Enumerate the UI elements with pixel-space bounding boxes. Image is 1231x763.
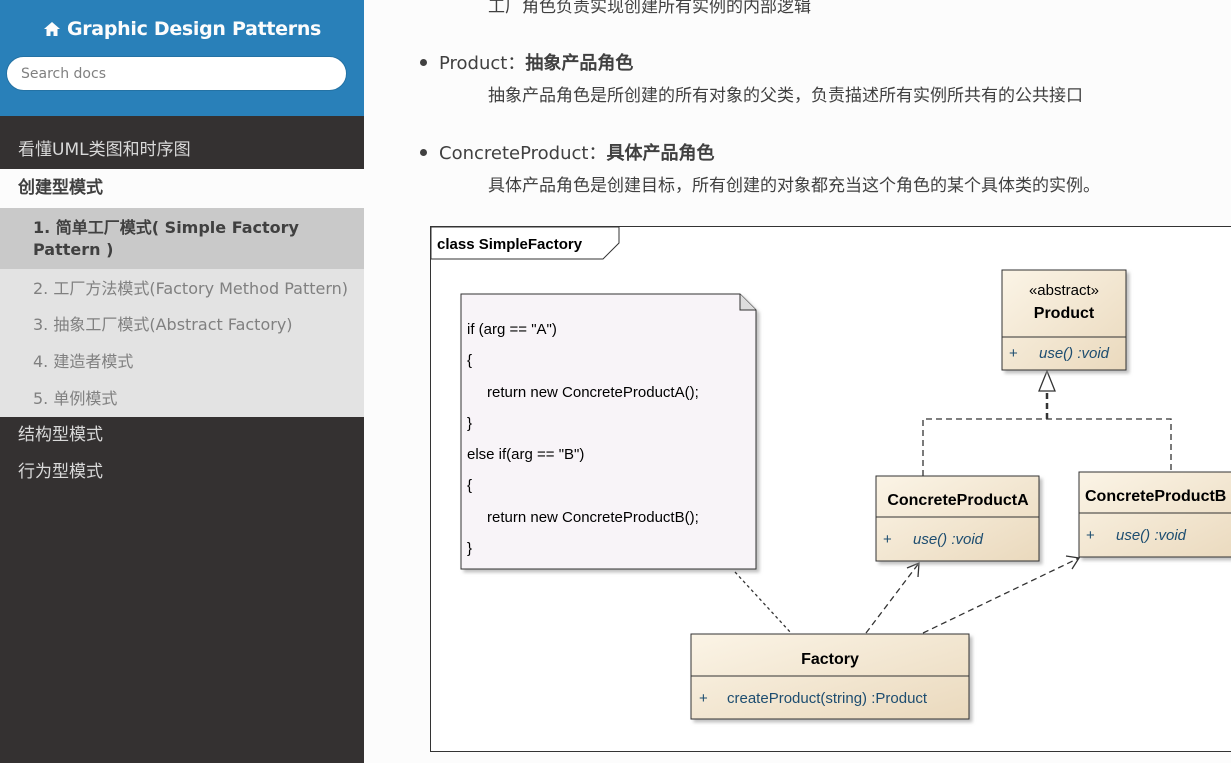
note-line: { <box>467 477 472 494</box>
note-line: } <box>467 540 472 557</box>
factory-method: createProduct(string) :Product <box>727 690 928 707</box>
bullet-description: 具体产品角色是创建目标，所有创建的对象都充当这个角色的某个具体类的实例。 <box>488 176 1100 196</box>
clipped-text-line: 工厂角色负责实现创建所有实例的内部逻辑 <box>488 0 811 17</box>
sidebar-subitem-builder[interactable]: 4. 建造者模式 <box>33 352 134 371</box>
frame-label: class SimpleFactory <box>437 236 583 253</box>
bullet-heading: Product：抽象产品角色 <box>420 49 1083 75</box>
generalization-arrowhead <box>1038 369 1056 392</box>
brand-title: Graphic Design Patterns <box>66 18 322 40</box>
sidebar-subitem-factory-method[interactable]: 2. 工厂方法模式(Factory Method Pattern) <box>33 279 349 298</box>
class-concrete-product-a <box>875 475 1040 562</box>
dependency-b <box>922 557 1080 634</box>
class-concrete-product-b <box>1078 471 1231 558</box>
product-method-visibility: + <box>1009 345 1018 362</box>
bullet-dot <box>420 148 427 156</box>
main-content: 工厂角色负责实现创建所有实例的内部逻辑 Product：抽象产品角色 抽象产品角… <box>364 0 1231 763</box>
sidebar-sublist: 1. 简单工厂模式( Simple Factory Pattern ) 2. 工… <box>0 208 364 417</box>
connectors <box>734 369 1172 634</box>
product-a-method: use() :void <box>913 531 984 548</box>
generalization-line <box>922 418 1172 476</box>
bullet-role: 具体产品角色 <box>606 143 715 164</box>
sidebar-item-behavioral[interactable]: 行为型模式 <box>18 462 103 482</box>
bullet-heading: ConcreteProduct：具体产品角色 <box>420 139 1100 165</box>
product-b-name: ConcreteProductB <box>1085 488 1226 505</box>
sidebar-item-structural[interactable]: 结构型模式 <box>18 425 103 445</box>
sidebar-header: Graphic Design Patterns <box>0 0 364 116</box>
note-line: } <box>467 415 472 432</box>
factory-method-visibility: + <box>699 690 708 707</box>
class-product <box>1001 269 1127 371</box>
bullet-product: Product：抽象产品角色 抽象产品角色是所创建的所有对象的父类，负责描述所有… <box>420 49 1083 106</box>
sidebar-item-uml[interactable]: 看懂UML类图和时序图 <box>18 140 191 160</box>
sidebar-subitem-simple-factory[interactable]: 1. 简单工厂模式( Simple Factory Pattern ) <box>0 208 364 269</box>
sidebar-item-creational[interactable]: 创建型模式 <box>0 169 364 208</box>
note-line: return new ConcreteProductA(); <box>487 384 699 401</box>
bullet-description: 抽象产品角色是所创建的所有对象的父类，负责描述所有实例所共有的公共接口 <box>488 86 1083 106</box>
sidebar-subitem-abstract-factory[interactable]: 3. 抽象工厂模式(Abstract Factory) <box>33 315 293 334</box>
bullet-term: Product： <box>439 53 526 74</box>
product-b-method: use() :void <box>1116 527 1187 544</box>
note-anchor-line <box>734 571 792 634</box>
search-input[interactable] <box>6 56 347 91</box>
code-note <box>460 293 757 570</box>
note-line: return new ConcreteProductB(); <box>487 509 699 526</box>
product-a-name: ConcreteProductA <box>887 492 1029 509</box>
dependency-a <box>865 562 920 634</box>
search-container <box>6 56 347 91</box>
factory-name: Factory <box>801 651 859 668</box>
home-icon <box>43 22 60 36</box>
note-line: if (arg == "A") <box>467 321 557 338</box>
note-line: { <box>467 352 472 369</box>
product-b-method-visibility: + <box>1086 527 1095 544</box>
brand-link[interactable]: Graphic Design Patterns <box>43 18 321 40</box>
uml-diagram-canvas: class SimpleFactory if (arg == "A") { re… <box>430 226 1231 720</box>
sidebar-subitem-singleton[interactable]: 5. 单例模式 <box>33 389 118 408</box>
note-line: else if(arg == "B") <box>467 446 584 463</box>
bullet-concrete-product: ConcreteProduct：具体产品角色 具体产品角色是创建目标，所有创建的… <box>420 139 1100 196</box>
bullet-dot <box>420 58 427 66</box>
sidebar-nav: 看懂UML类图和时序图 创建型模式 1. 简单工厂模式( Simple Fact… <box>0 132 364 491</box>
dependency-a-arrowhead <box>906 561 920 578</box>
product-method: use() :void <box>1039 345 1110 362</box>
bullet-term: ConcreteProduct： <box>439 143 607 164</box>
frame-tab <box>430 226 620 260</box>
product-name: Product <box>1034 305 1095 322</box>
bullet-role: 抽象产品角色 <box>525 53 634 74</box>
uml-class-diagram: class SimpleFactory if (arg == "A") { re… <box>430 226 1231 752</box>
class-factory <box>690 633 970 720</box>
product-a-method-visibility: + <box>883 531 892 548</box>
dependency-b-arrowhead <box>1065 555 1081 570</box>
sidebar: Graphic Design Patterns 看懂UML类图和时序图 创建型模… <box>0 0 364 763</box>
product-stereotype: «abstract» <box>1029 282 1099 299</box>
